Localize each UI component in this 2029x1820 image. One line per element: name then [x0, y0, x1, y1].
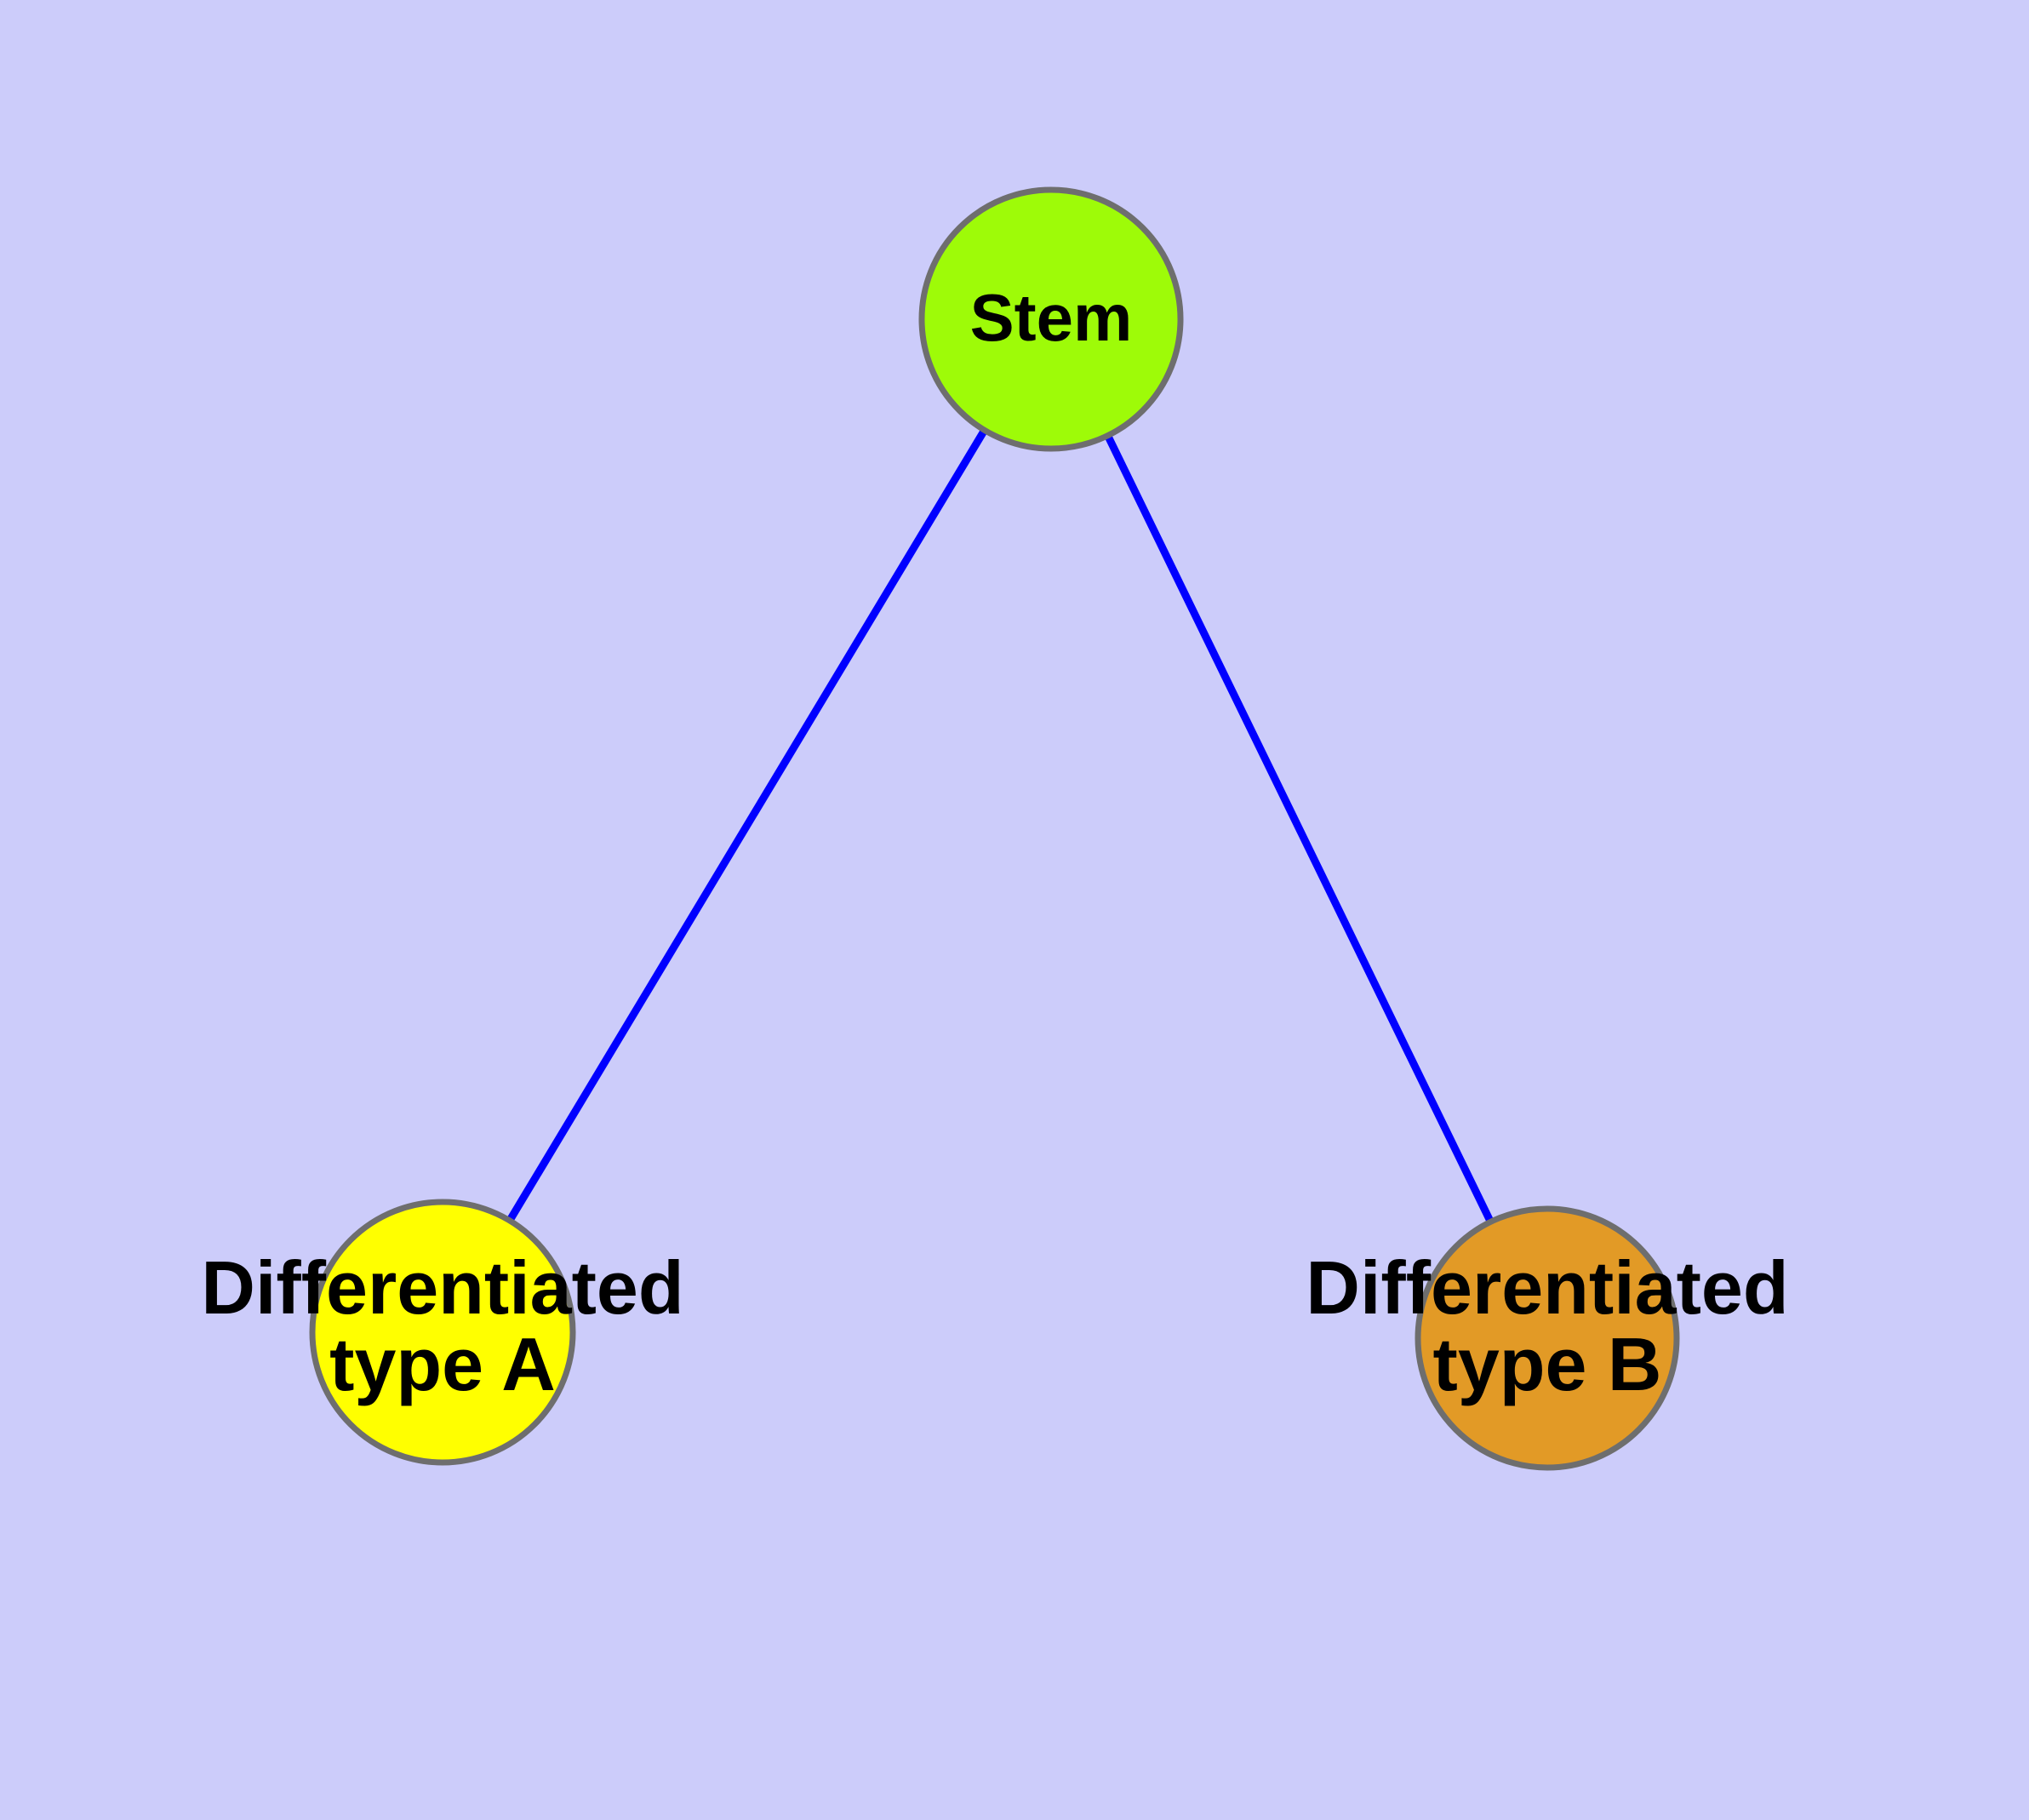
nodes-group: [309, 186, 1680, 1471]
node-stem[interactable]: [918, 186, 1184, 452]
edges-group: [505, 426, 1495, 1227]
edge-stem-to-differentiated-type-b[interactable]: [1103, 431, 1495, 1227]
edge-stem-to-differentiated-type-a[interactable]: [505, 426, 990, 1225]
node-differentiated-type-b[interactable]: [1415, 1205, 1680, 1471]
node-differentiated-type-a[interactable]: [309, 1199, 576, 1466]
